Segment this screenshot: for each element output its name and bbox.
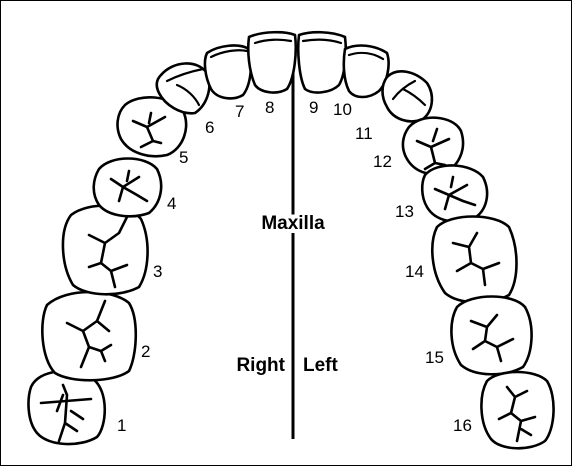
tooth-8 <box>246 30 298 94</box>
tooth-7 <box>203 44 253 100</box>
right-side-label: Right <box>236 355 285 376</box>
tooth-number-13: 13 <box>395 202 414 221</box>
tooth-number-15: 15 <box>425 348 444 367</box>
tooth-number-14: 14 <box>405 262 424 281</box>
tooth-number-10: 10 <box>333 100 352 119</box>
tooth-number-16: 16 <box>453 416 472 435</box>
tooth-11 <box>381 70 434 123</box>
left-side-label: Left <box>303 355 339 376</box>
tooth-number-11: 11 <box>355 124 373 143</box>
tooth-number-6: 6 <box>205 118 214 137</box>
tooth-6 <box>155 62 211 115</box>
tooth-1 <box>27 370 107 446</box>
tooth-3 <box>61 204 149 296</box>
tooth-number-7: 7 <box>235 102 244 121</box>
tooth-number-12: 12 <box>373 152 392 171</box>
tooth-15 <box>450 295 533 376</box>
tooth-number-2: 2 <box>141 342 150 361</box>
tooth-number-3: 3 <box>153 262 162 281</box>
tooth-14 <box>431 215 518 304</box>
tooth-number-9: 9 <box>309 98 318 117</box>
tooth-5 <box>116 95 188 158</box>
tooth-number-8: 8 <box>265 98 274 117</box>
tooth-10 <box>342 44 390 99</box>
tooth-16 <box>480 370 555 450</box>
jaw-label: Maxilla <box>261 213 325 234</box>
tooth-2 <box>41 290 138 382</box>
tooth-number-4: 4 <box>167 194 176 213</box>
tooth-9 <box>296 30 348 94</box>
tooth-13 <box>420 164 489 223</box>
tooth-number-5: 5 <box>179 148 188 167</box>
tooth-4 <box>92 157 163 218</box>
tooth-number-1: 1 <box>117 416 126 435</box>
